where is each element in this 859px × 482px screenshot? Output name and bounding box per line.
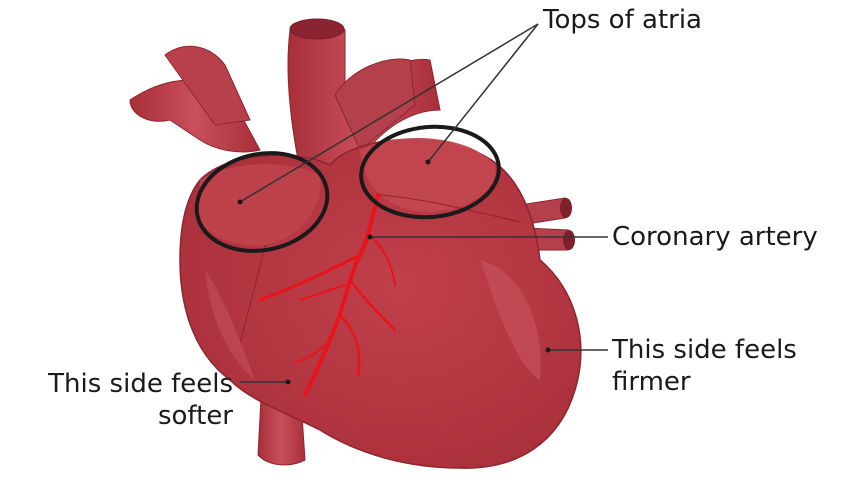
label-softer-line1: This side feels xyxy=(18,368,233,400)
label-softer-line2: softer xyxy=(18,400,233,432)
label-firmer-line2: firmer xyxy=(612,366,797,398)
label-firmer-line1: This side feels xyxy=(612,334,797,366)
label-softer-side: This side feels softer xyxy=(18,368,233,432)
heart-body xyxy=(180,138,581,468)
label-tops-of-atria: Tops of atria xyxy=(543,4,702,36)
pulmonary-artery xyxy=(130,46,260,152)
label-firmer-side: This side feels firmer xyxy=(612,334,797,398)
label-coronary-artery: Coronary artery xyxy=(612,221,818,253)
